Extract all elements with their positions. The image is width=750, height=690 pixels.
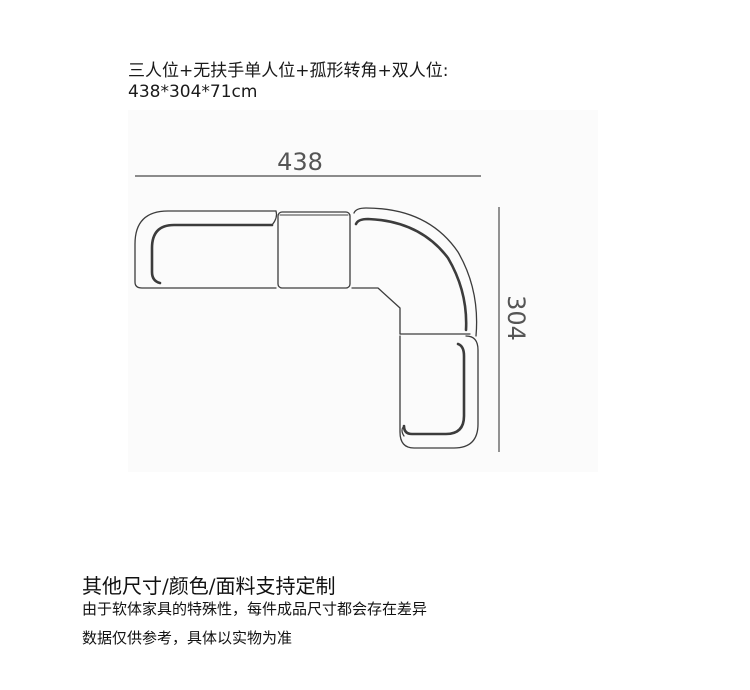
width-dimension-label: 438 — [277, 148, 323, 176]
disclaimer-line-1: 由于软体家具的特殊性，每件成品尺寸都会存在差异 — [82, 600, 428, 618]
corner-inner-backrest — [354, 217, 468, 332]
sofa-floor-plan: 438 304 — [128, 110, 598, 472]
three-seat-backrest-inner — [150, 223, 274, 285]
configuration-title: 三人位+无扶手单人位+孤形转角+双人位: — [128, 61, 449, 81]
corner-outer-curve — [353, 207, 478, 337]
overall-dimensions: 438*304*71cm — [128, 82, 258, 102]
diagram-background — [128, 110, 598, 472]
disclaimer-line-2: 数据仅供参考，具体以实物为准 — [82, 629, 293, 647]
sofa-modules — [134, 207, 479, 449]
depth-dimension: 304 — [498, 207, 530, 452]
two-seat-module — [399, 335, 479, 449]
corner-seat-front — [351, 287, 401, 335]
three-seat-module — [134, 210, 278, 289]
three-seat-outline — [134, 210, 277, 289]
armless-single-module — [277, 211, 351, 289]
two-seat-backrest-inner — [402, 342, 466, 436]
depth-dimension-label: 304 — [502, 295, 530, 341]
width-dimension: 438 — [135, 148, 481, 177]
three-seat-backrest-edge — [271, 210, 278, 226]
two-seat-arm-edge — [401, 425, 405, 437]
customization-heading: 其他尺寸/颜色/面料支持定制 — [82, 574, 336, 598]
two-seat-outline — [399, 335, 479, 449]
single-seat-outline — [277, 211, 351, 289]
curved-corner-module — [351, 207, 478, 337]
